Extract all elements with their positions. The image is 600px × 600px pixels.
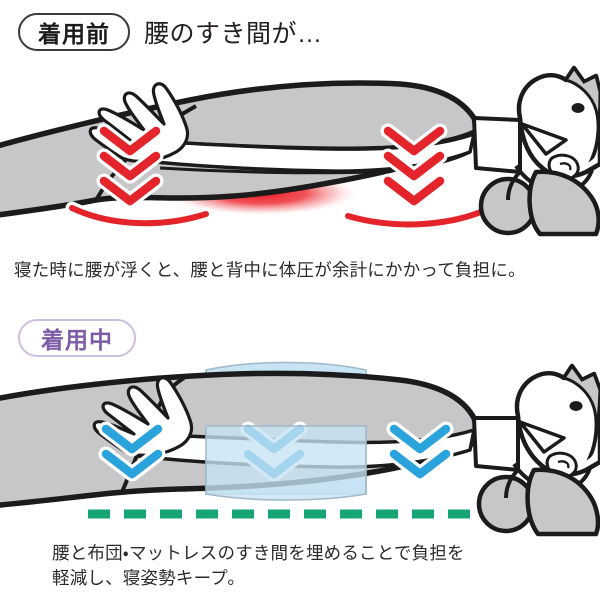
panel-1-title: 腰のすき間が…	[144, 20, 323, 48]
upper-arm-mass	[525, 467, 600, 537]
pressure-arc-left	[65, 201, 213, 230]
upper-arm-mass	[527, 169, 600, 237]
shoulder-to-head-link	[504, 468, 520, 499]
neck-block	[472, 116, 522, 174]
panel-1-header: 着用前 腰のすき間が…	[0, 6, 600, 58]
badge-before-wearing: 着用前	[18, 13, 130, 51]
caption-before-wearing: 寝た時に腰が浮くと、腰と背中に体圧が余計にかかって負担に。	[14, 260, 526, 280]
pressure-arc-right	[341, 201, 497, 231]
panel-2-header: 着用中	[0, 312, 600, 364]
head	[512, 363, 600, 493]
figure-before-wearing	[0, 48, 600, 248]
caption-during-wearing: 腰と布団・マットレスのすき間を埋めることで負担を 軽減し、寝姿勢キープ。	[52, 543, 465, 589]
lumbar-support-block-front	[205, 425, 367, 501]
neck-block	[472, 416, 520, 472]
shoulder-mass	[478, 176, 538, 236]
figure-during-wearing	[0, 352, 600, 540]
badge-during-wearing: 着用中	[18, 319, 136, 357]
shoulder-to-head-link	[506, 170, 522, 201]
shoulder-mass	[476, 474, 536, 534]
